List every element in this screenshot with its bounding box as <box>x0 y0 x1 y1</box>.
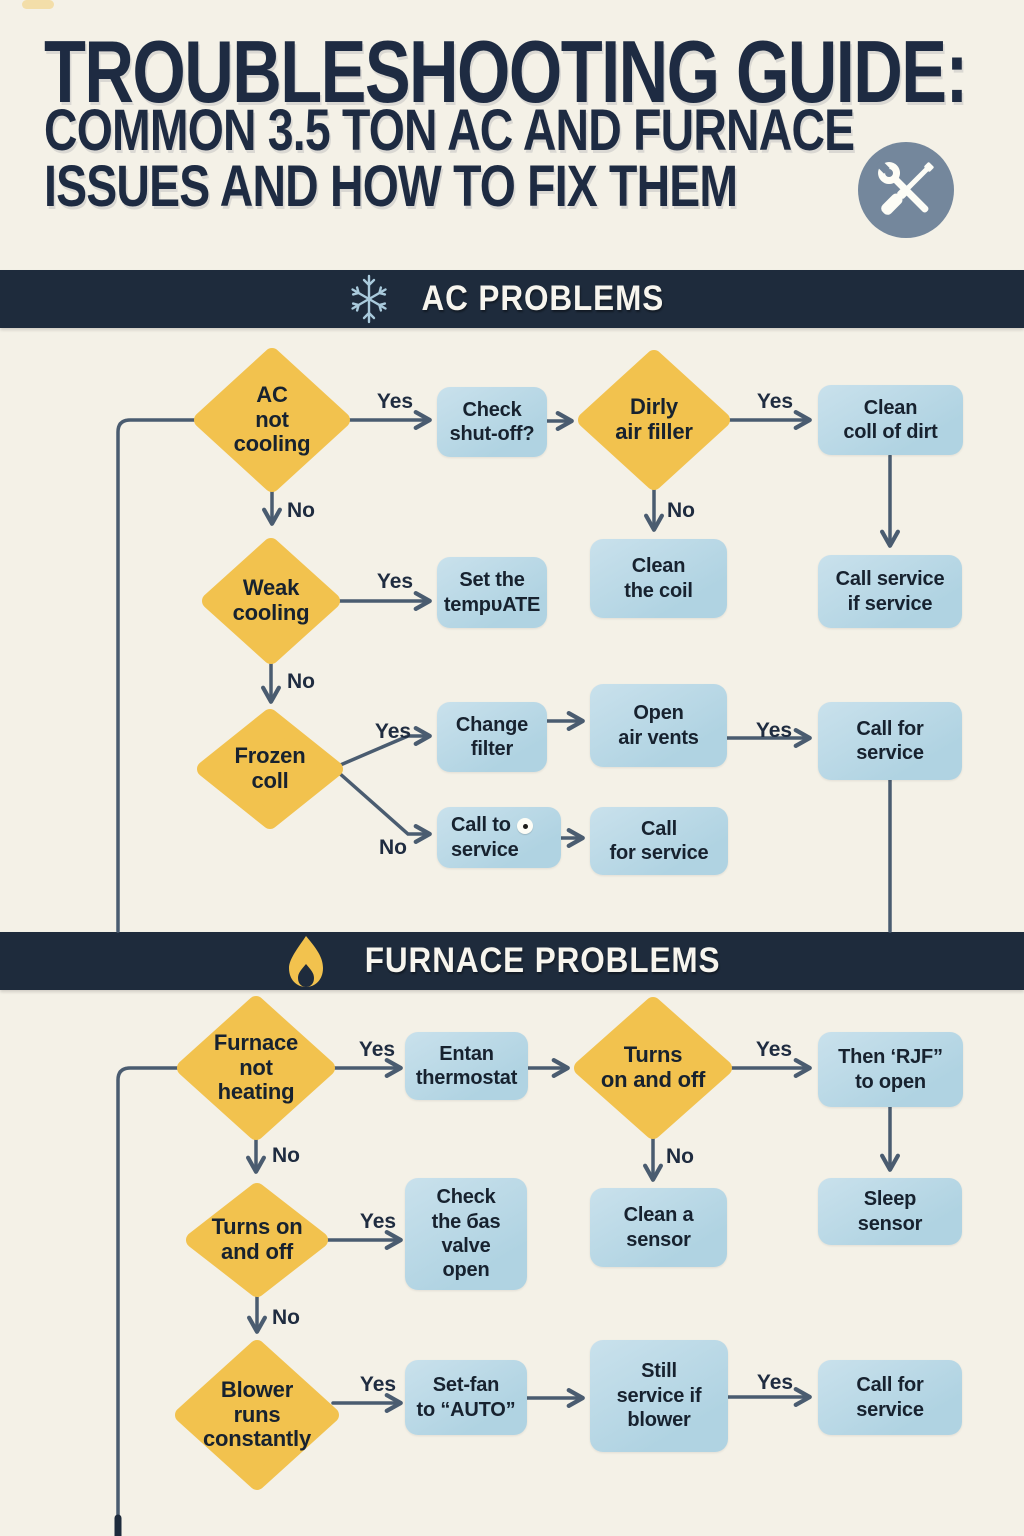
no-label: No <box>379 836 407 859</box>
node-set-the-temp: Set the tempυATE <box>437 557 547 628</box>
node-set-fan-auto: Set-fan to “AUTO” <box>405 1360 527 1435</box>
connector-ac-d4-yes <box>336 726 432 768</box>
yes-label: Yes <box>374 720 412 743</box>
decoration-smudge <box>22 0 54 9</box>
yes-label: Yes <box>755 719 793 742</box>
yes-label: Yes <box>755 1038 793 1061</box>
page-subtitle-line-1: COMMON 3.5 TON AC AND FURNACE <box>44 98 855 163</box>
node-call-service-if-service: Call service if service <box>818 555 962 628</box>
node-weak-cooling-diamond <box>202 538 340 664</box>
node-clean-the-coil: Clean the coil <box>590 539 727 618</box>
node-label-frozen-coil: Frozen coll <box>234 743 306 793</box>
node-clean-coil-of-dirt: Clean coll of dirt <box>818 385 963 455</box>
node-turns-on-off-2-diamond <box>186 1183 328 1297</box>
node-label-turns-on-off-2: Turns on and off <box>211 1214 303 1264</box>
flame-icon <box>289 936 324 987</box>
node-sleep-sensor: Sleep sensor <box>818 1178 962 1245</box>
node-call-for-service-right: Call for service <box>818 702 962 780</box>
dot-icon <box>517 818 533 834</box>
node-call-for-service-furnace: Call for service <box>818 1360 962 1435</box>
node-label-weak-cooling: Weak cooling <box>232 575 310 625</box>
yes-label: Yes <box>359 1210 397 1233</box>
no-label: No <box>272 1144 300 1167</box>
connector-ac-d4-no <box>336 770 432 844</box>
node-label-blower-runs: Blower runs constantly <box>202 1377 312 1452</box>
node-label-dirty-air-filter: Dirly air filler <box>615 394 693 444</box>
node-label-turns-on-off-1: Turns on and off <box>600 1042 706 1092</box>
node-label-furnace-not-heating: Furnace not heating <box>213 1030 299 1105</box>
yes-label: Yes <box>376 390 414 413</box>
node-furnace-not-heating-diamond <box>177 996 335 1140</box>
yes-label: Yes <box>359 1373 397 1396</box>
node-clean-a-sensor: Clean a sensor <box>590 1188 727 1267</box>
yes-label: Yes <box>376 570 414 593</box>
no-label: No <box>666 1145 694 1168</box>
page-subtitle-line-2: ISSUES AND HOW TO FIX THEM <box>44 154 738 219</box>
node-call-to-service: Call to service <box>437 807 561 868</box>
node-check-gas-valve: Check the бas valve open <box>405 1178 527 1290</box>
section-band-ac: AC PROBLEMS <box>0 270 1024 328</box>
band-label-ac: AC PROBLEMS <box>421 279 665 318</box>
yes-label: Yes <box>756 390 794 413</box>
page-title: TROUBLESHOOTING GUIDE: <box>44 22 968 121</box>
connector-f-loopback <box>116 1066 187 1536</box>
snowflake-icon <box>351 274 387 324</box>
node-open-air-vents: Open air vents <box>590 684 727 767</box>
node-label-ac-not-cooling: AC not cooling <box>233 382 311 457</box>
node-ac-not-cooling-diamond <box>194 348 350 492</box>
node-still-service-if-blower: Still service if blower <box>590 1340 728 1452</box>
no-label: No <box>272 1306 300 1329</box>
node-dirty-air-filter-diamond <box>578 350 730 490</box>
tools-icon <box>858 142 954 238</box>
node-check-shut-off: Check shut-off? <box>437 387 547 457</box>
no-label: No <box>667 499 695 522</box>
node-turns-on-off-1-diamond <box>574 997 732 1139</box>
node-entan-thermostat: Entan thermostat <box>405 1032 528 1100</box>
node-frozen-coil-diamond <box>197 709 343 829</box>
node-call-for-service-left: Call for service <box>590 807 728 875</box>
yes-label: Yes <box>358 1038 396 1061</box>
screwdriver-icon <box>881 162 934 215</box>
node-then-rjf-to-open: Then ‘RJF” to open <box>818 1032 963 1107</box>
no-label: No <box>287 670 315 693</box>
no-label: No <box>287 499 315 522</box>
section-band-furnace: FURNACE PROBLEMS <box>0 932 1024 990</box>
connector-ac-loopback <box>116 418 198 933</box>
band-label-furnace: FURNACE PROBLEMS <box>365 941 721 980</box>
node-change-filter: Change filter <box>437 702 547 772</box>
yes-label: Yes <box>756 1371 794 1394</box>
node-blower-runs-diamond <box>175 1340 339 1490</box>
